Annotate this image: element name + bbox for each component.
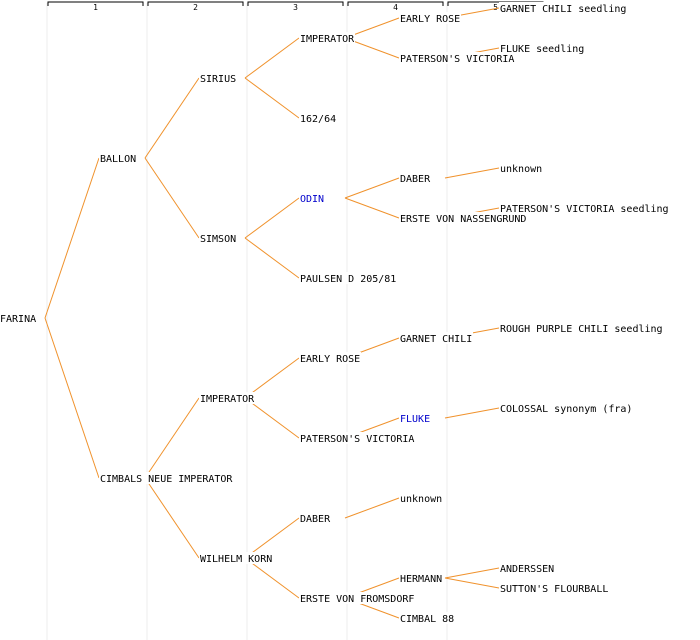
node-label-bg xyxy=(299,272,397,284)
node-patvicseed[interactable]: PATERSON'S VICTORIA seedling xyxy=(500,204,669,215)
generation-header: 1 2 3 4 5 xyxy=(46,1,544,640)
edge-fluke4-colossal xyxy=(444,407,500,419)
node-label-bg xyxy=(399,492,443,504)
node-colossal[interactable]: COLOSSAL synonym (fra) xyxy=(500,404,632,415)
edge-daber3-unknown4 xyxy=(344,497,400,519)
node-farina[interactable]: FARINA xyxy=(0,314,36,325)
generation-number: 2 xyxy=(193,3,198,12)
edge-farina-ballon xyxy=(44,157,100,319)
generation-number: 4 xyxy=(393,3,398,12)
node-label-bg xyxy=(199,232,237,244)
node-label-bg xyxy=(299,592,415,604)
node-sutton[interactable]: SUTTON'S FLOURBALL xyxy=(500,584,608,595)
node-label-bg xyxy=(0,312,37,324)
generation-number: 5 xyxy=(493,3,498,12)
node-unknown4[interactable]: unknown xyxy=(400,494,442,505)
node-label-bg xyxy=(399,52,515,64)
edge-wilhelm-erstefroms xyxy=(244,557,300,599)
edge-odin-erstenass xyxy=(344,197,400,219)
edge-hermann-sutton xyxy=(444,577,500,589)
node-label-bg xyxy=(499,202,669,214)
node-simson[interactable]: SIMSON xyxy=(200,234,236,245)
node-label-bg xyxy=(499,582,609,594)
edge-ballon-sirius xyxy=(144,77,200,159)
edge-cimbals-imperator2 xyxy=(144,397,200,479)
node-label-bg xyxy=(499,322,663,334)
generation-number: 1 xyxy=(93,3,98,12)
node-daber3[interactable]: DABER xyxy=(300,514,331,525)
edge-ballon-simson xyxy=(144,157,200,239)
node-unknown5[interactable]: unknown xyxy=(500,164,542,175)
node-cimbal88[interactable]: CIMBAL 88 xyxy=(400,614,454,625)
node-label-bg xyxy=(399,12,461,24)
node-roughpurple[interactable]: ROUGH PURPLE CHILI seedling xyxy=(500,324,663,335)
node-odin[interactable]: ODIN xyxy=(300,194,324,205)
edge-wilhelm-daber3 xyxy=(244,517,300,559)
node-flukeseed[interactable]: FLUKE seedling xyxy=(500,44,584,55)
generation-bracket xyxy=(247,1,344,6)
node-anderssen[interactable]: ANDERSSEN xyxy=(500,564,554,575)
node-n16264[interactable]: 162/64 xyxy=(300,114,336,125)
generation-number: 3 xyxy=(293,3,298,12)
node-label-bg xyxy=(299,32,355,44)
node-wilhelm[interactable]: WILHELM KORN xyxy=(200,554,272,565)
node-label-bg xyxy=(299,112,337,124)
generation-bracket xyxy=(147,1,244,6)
node-erstenass[interactable]: ERSTE VON NASSENGRUND xyxy=(400,214,526,225)
node-label-bg xyxy=(499,562,555,574)
node-cimbals[interactable]: CIMBALS NEUE IMPERATOR xyxy=(100,474,233,485)
node-patvic4[interactable]: PATERSON'S VICTORIA xyxy=(400,54,514,65)
node-earlyrose3[interactable]: EARLY ROSE xyxy=(300,354,360,365)
pedigree-edges xyxy=(44,7,500,619)
node-label-bg xyxy=(399,172,431,184)
node-imperator3[interactable]: IMPERATOR xyxy=(300,34,355,45)
node-label-bg xyxy=(499,162,543,174)
edge-sirius-n16264 xyxy=(244,77,300,119)
node-label-bg xyxy=(299,192,325,204)
edge-daber4-unknown5 xyxy=(444,167,500,179)
node-fluke4[interactable]: FLUKE xyxy=(400,414,430,425)
node-garnetseed[interactable]: GARNET CHILI seedling xyxy=(500,4,626,15)
node-label-bg xyxy=(99,152,137,164)
node-label-bg xyxy=(399,612,455,624)
node-label-bg xyxy=(399,332,473,344)
node-ballon[interactable]: BALLON xyxy=(100,154,136,165)
pedigree-nodes: FARINA BALLON CIMBALS NEUE IMPERATOR SIRIUS… xyxy=(0,2,669,625)
node-label-bg xyxy=(399,212,527,224)
node-sirius[interactable]: SIRIUS xyxy=(200,74,236,85)
edge-imperator2-earlyrose3 xyxy=(244,357,300,399)
node-label-bg xyxy=(499,42,585,54)
edge-cimbals-wilhelm xyxy=(144,477,200,559)
node-imperator2[interactable]: IMPERATOR xyxy=(200,394,255,405)
edge-odin-daber4 xyxy=(344,177,400,199)
node-label-bg xyxy=(499,2,627,14)
node-label-bg xyxy=(199,552,273,564)
edge-hermann-anderssen xyxy=(444,567,500,579)
node-hermann[interactable]: HERMANN xyxy=(400,574,442,585)
node-label-bg xyxy=(199,392,255,404)
node-paulsen[interactable]: PAULSEN D 205/81 xyxy=(300,274,396,285)
node-earlyrose4[interactable]: EARLY ROSE xyxy=(400,14,460,25)
edge-imperator2-patvic3 xyxy=(244,397,300,439)
node-garnet4[interactable]: GARNET CHILI xyxy=(400,334,472,345)
generation-bracket xyxy=(347,1,444,6)
node-label-bg xyxy=(299,352,361,364)
node-label-bg xyxy=(399,572,443,584)
generation-bracket xyxy=(47,1,144,6)
node-label-bg xyxy=(299,432,415,444)
node-label-bg xyxy=(499,402,633,414)
node-label-bg xyxy=(99,472,233,484)
node-label-bg xyxy=(199,72,237,84)
node-erstefroms[interactable]: ERSTE VON FROMSDORF xyxy=(300,594,414,605)
node-patvic3[interactable]: PATERSON'S VICTORIA xyxy=(300,434,414,445)
node-label-bg xyxy=(299,512,331,524)
node-label-bg xyxy=(399,412,431,424)
edge-simson-paulsen xyxy=(244,237,300,279)
node-daber4[interactable]: DABER xyxy=(400,174,431,185)
edge-sirius-imperator3 xyxy=(244,37,300,79)
edge-simson-odin xyxy=(244,197,300,239)
edge-farina-cimbals xyxy=(44,317,100,479)
